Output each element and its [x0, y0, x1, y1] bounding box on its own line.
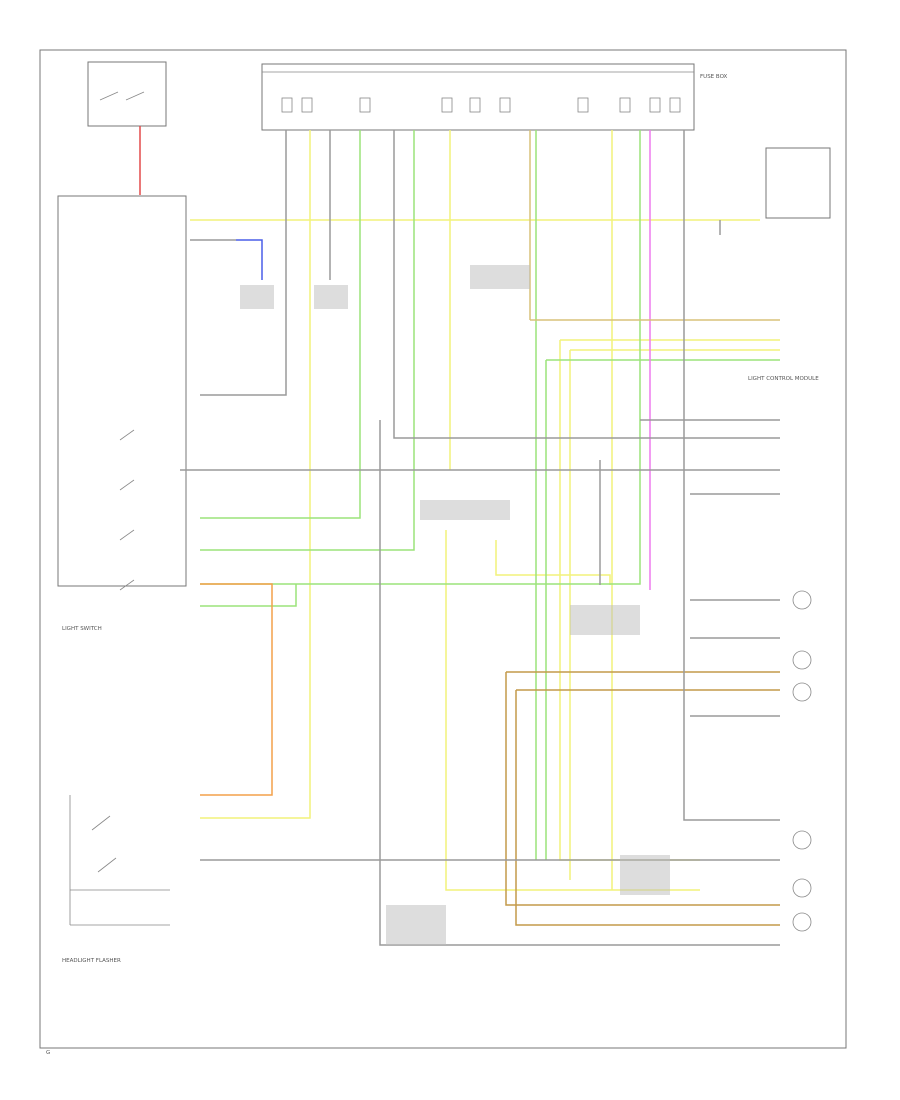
- light-control-module-label: LIGHT CONTROL MODULE: [748, 376, 819, 382]
- headlight-flasher-label: HEADLIGHT FLASHER: [62, 958, 121, 964]
- wire-brown: [515, 689, 780, 926]
- wire-gray: [683, 130, 780, 821]
- wires: [139, 126, 780, 946]
- fuse-box-label: FUSE BOX: [700, 74, 728, 80]
- diagram-border: [39, 49, 847, 1049]
- wire-blue: [236, 239, 263, 280]
- light-control-module: LIGHT CONTROL MODULE: [748, 147, 831, 382]
- wire-green: [200, 130, 641, 585]
- light-switch-label: LIGHT SWITCH: [62, 626, 102, 632]
- wire-yellow: [445, 530, 700, 891]
- headlight-flasher: HEADLIGHT FLASHER: [62, 795, 170, 964]
- wire-green: [200, 130, 415, 551]
- wire-green: [200, 584, 297, 607]
- wire-gray: [379, 420, 780, 946]
- lamp: [792, 650, 812, 670]
- lamp: [792, 878, 812, 898]
- wire-yellow: [200, 130, 311, 819]
- ground-label: G: [46, 1050, 50, 1056]
- wire-tan: [529, 130, 780, 321]
- ignition-switch: [87, 61, 167, 127]
- wire-brown: [505, 671, 780, 906]
- wire-gray: [200, 130, 287, 396]
- wire-green: [545, 359, 780, 860]
- lamp: [792, 590, 812, 610]
- lamps: [792, 590, 812, 932]
- connector-labels: [240, 265, 670, 945]
- light-switch: LIGHT SWITCH: [57, 195, 187, 632]
- lamp: [792, 912, 812, 932]
- wire-green: [200, 130, 361, 519]
- wire-yellow: [495, 540, 611, 585]
- wire-gray: [393, 130, 780, 439]
- lamp: [792, 682, 812, 702]
- fuse-box: FUSE BOX: [261, 63, 728, 131]
- wire-orange: [200, 583, 273, 796]
- lamp: [792, 830, 812, 850]
